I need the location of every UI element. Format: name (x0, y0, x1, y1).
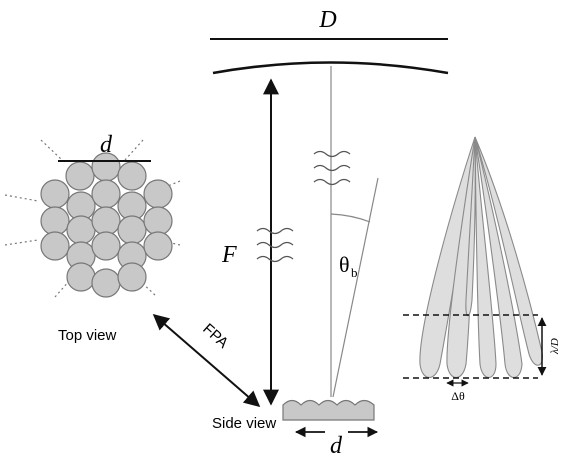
beam-reference-lines (403, 314, 538, 379)
feed-side-view (282, 399, 375, 421)
pitch-bottom-label: d (330, 433, 343, 457)
aperture-label: D (318, 7, 336, 33)
fpa-arrow (152, 313, 261, 408)
array-feeds (40, 152, 173, 298)
break-mark-left (256, 227, 294, 263)
reflector-dish (212, 61, 449, 75)
angle-symbol: θ (339, 252, 350, 277)
beam-width-label: λ/D (549, 338, 561, 355)
focal-length-label: F (221, 242, 237, 268)
fpa-label: FPA (199, 320, 231, 351)
angle-subscript: b (351, 265, 358, 280)
aperture-dimension: D (210, 7, 448, 40)
beam-pattern (419, 136, 543, 379)
top-view-label: Top view (58, 327, 117, 344)
delta-theta-label: Δθ (451, 389, 465, 403)
pitch-dimension-top: d (58, 132, 151, 162)
feed-array-top-view (4, 139, 181, 298)
pitch-dimension-bottom: d (294, 426, 379, 457)
off-axis-ray (332, 177, 379, 398)
pitch-top-label: d (100, 132, 113, 158)
side-view-label: Side view (212, 415, 276, 432)
angle-arc (330, 213, 371, 223)
break-mark-axis (313, 150, 351, 186)
